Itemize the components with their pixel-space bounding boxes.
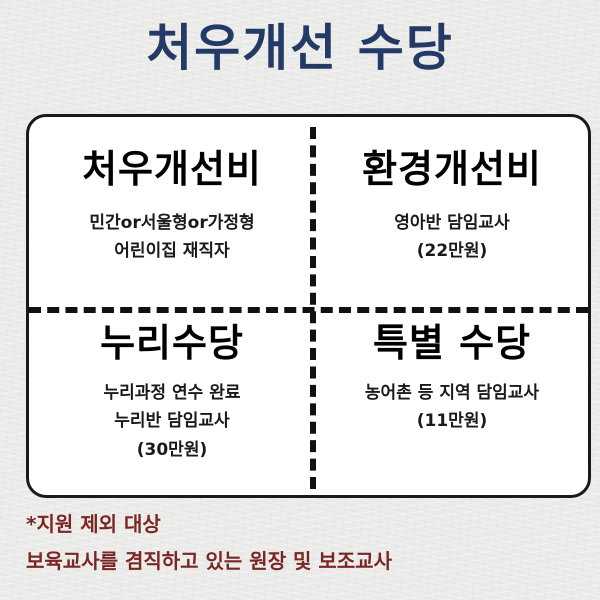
exclusion-heading: *지원 제외 대상 — [26, 512, 161, 536]
quadrant-special-allowance: 특별 수당 농어촌 등 지역 담임교사 (11만원) — [319, 313, 585, 436]
quadrant-amount: (30만원) — [136, 440, 208, 461]
quadrant-text: 누리과정 연수 완료 — [103, 382, 241, 403]
quadrant-text: 어린이집 재직자 — [114, 241, 230, 262]
quadrant-title: 특별 수당 — [372, 321, 532, 365]
quadrant-nuri-allowance: 누리수당 누리과정 연수 완료 누리반 담임교사 (30만원) — [39, 313, 305, 465]
quadrant-text: 누리반 담임교사 — [114, 411, 230, 432]
quadrant-amount: (22만원) — [416, 241, 488, 262]
page-title: 처우개선 수당 — [146, 19, 454, 77]
allowance-card: 처우개선비 민간or서울형or가정형 어린이집 재직자 환경개선비 영아반 담임… — [26, 114, 591, 498]
quadrant-title: 처우개선비 — [82, 147, 262, 191]
horizontal-dashed-divider — [29, 307, 588, 313]
quadrant-title: 누리수당 — [100, 321, 244, 365]
exclusion-detail: 보육교사를 겸직하고 있는 원장 및 보조교사 — [26, 549, 393, 573]
quadrant-treatment-improvement: 처우개선비 민간or서울형or가정형 어린이집 재직자 — [39, 117, 305, 266]
quadrant-text: 민간or서울형or가정형 — [89, 212, 255, 233]
exclusion-notes: *지원 제외 대상 보육교사를 겸직하고 있는 원장 및 보조교사 — [26, 506, 586, 580]
quadrant-title: 환경개선비 — [362, 147, 542, 191]
quadrant-text: 영아반 담임교사 — [394, 212, 510, 233]
quadrant-text: 농어촌 등 지역 담임교사 — [364, 382, 540, 403]
quadrant-environment-improvement: 환경개선비 영아반 담임교사 (22만원) — [319, 117, 585, 266]
quadrant-amount: (11만원) — [416, 411, 488, 432]
